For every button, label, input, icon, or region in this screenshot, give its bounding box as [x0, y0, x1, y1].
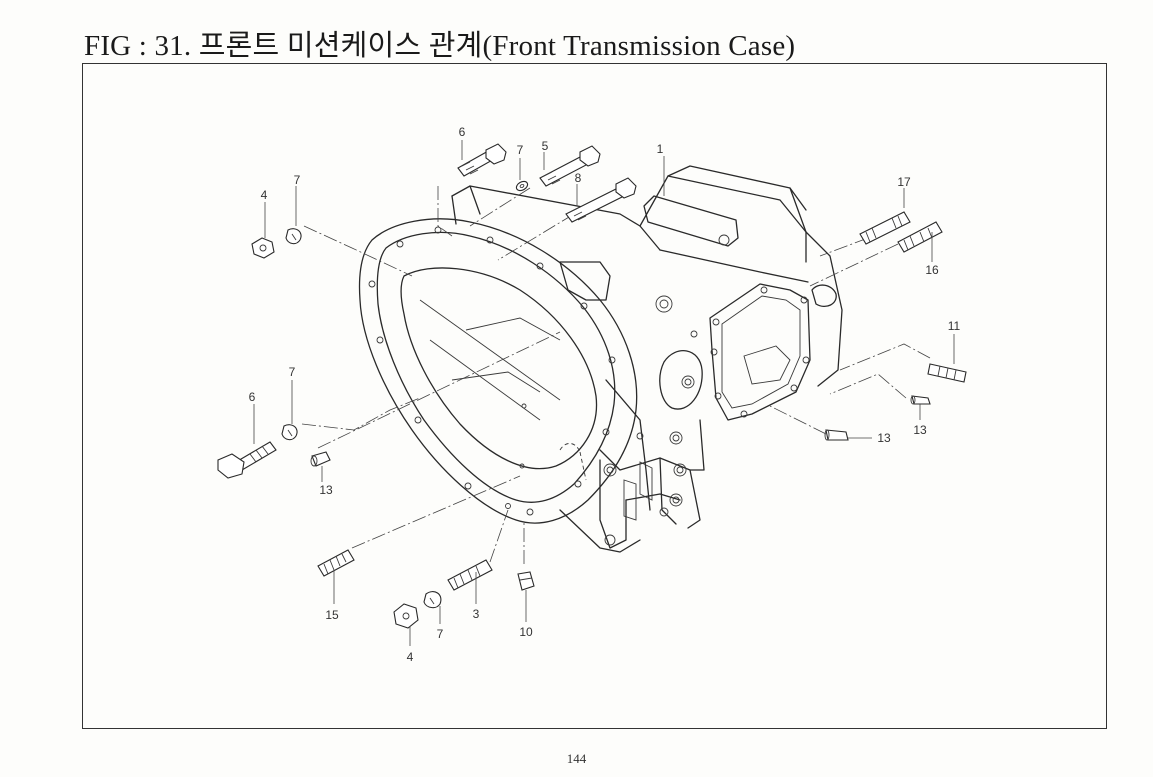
page-number: 144 — [566, 751, 587, 766]
callout-5: 5 — [542, 139, 549, 153]
dowel-right-13a — [910, 395, 931, 405]
callout-15: 15 — [325, 608, 339, 622]
transmission-case — [358, 165, 843, 553]
callout-13b: 13 — [877, 431, 891, 445]
callout-1: 1 — [657, 142, 664, 156]
assembly-centerlines — [301, 186, 931, 564]
lockwasher-lower-7 — [281, 424, 298, 441]
callout-11: 11 — [948, 319, 961, 333]
stud-3 — [447, 559, 493, 591]
callout-6a: 6 — [459, 125, 466, 139]
stud-11 — [927, 363, 967, 383]
callout-7d: 7 — [437, 627, 444, 641]
bolt-8 — [565, 177, 637, 223]
callout-16: 16 — [925, 263, 939, 277]
bolt-5 — [539, 145, 601, 187]
stud-15 — [317, 549, 355, 577]
stud-17 — [859, 211, 911, 245]
bolt-lower-6 — [217, 441, 277, 479]
nut-upper-4 — [251, 237, 275, 259]
callout-10: 10 — [519, 625, 533, 639]
plug-10 — [517, 571, 535, 591]
figure-title: FIG : 31. 프론트 미션케이스 관계(Front Transmissio… — [84, 30, 796, 62]
callout-17: 17 — [897, 175, 911, 189]
leader-lines — [253, 140, 955, 646]
washer-upper-7 — [515, 180, 529, 192]
lockwasher-lower-7b — [423, 591, 442, 609]
callout-3: 3 — [473, 607, 480, 621]
callout-7c: 7 — [289, 365, 296, 379]
callout-7b: 7 — [517, 143, 524, 157]
nut-lower-4 — [393, 603, 419, 629]
callout-4a: 4 — [261, 188, 268, 202]
callout-7a: 7 — [294, 173, 301, 187]
callout-8: 8 — [575, 171, 582, 185]
lockwasher-upper-7 — [285, 228, 302, 245]
callout-13c: 13 — [913, 423, 927, 437]
callout-6b: 6 — [249, 390, 256, 404]
dowel-right-13b — [824, 429, 849, 441]
stud-16 — [897, 221, 943, 253]
dowel-left-13 — [310, 451, 331, 467]
callout-4b: 4 — [407, 650, 414, 664]
callout-13a: 13 — [319, 483, 333, 497]
bolt-upper-6 — [457, 143, 507, 177]
diagram-frame — [82, 63, 1107, 729]
